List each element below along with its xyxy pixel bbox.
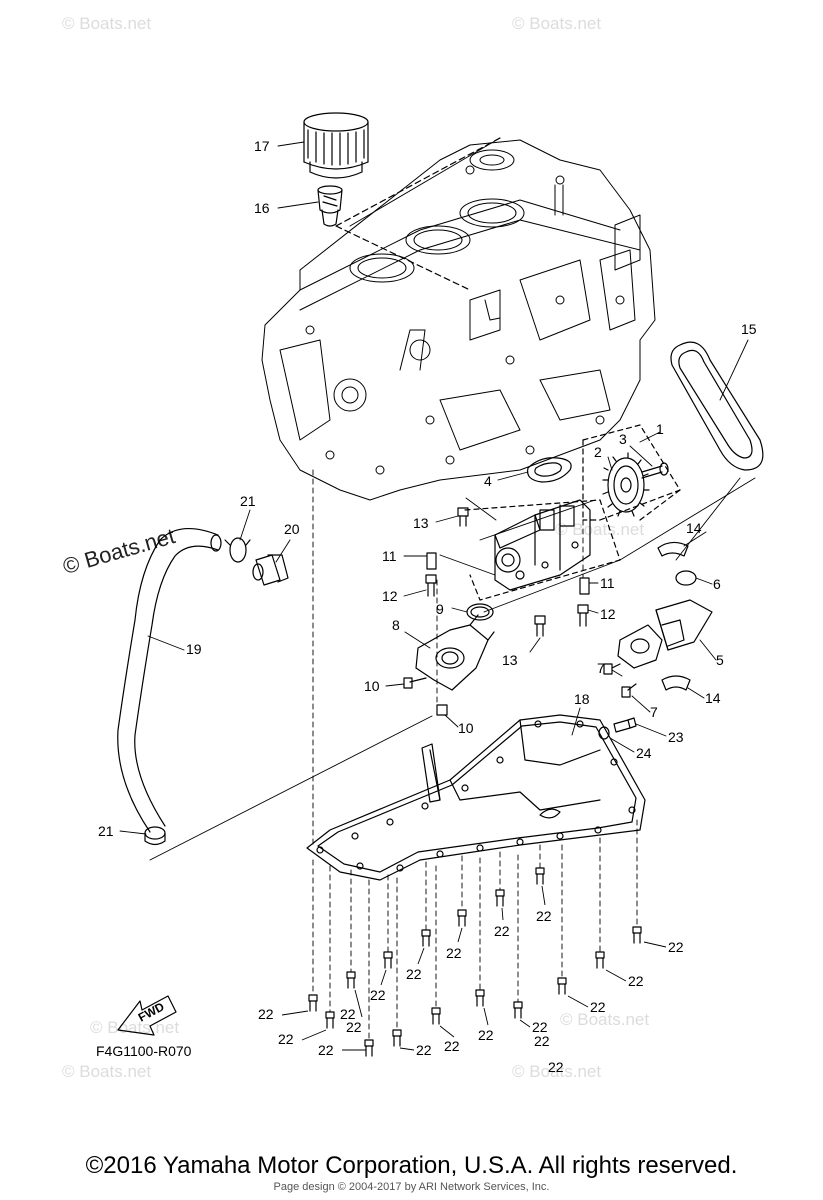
callout-3: 3 — [619, 431, 627, 447]
pump-sprocket[interactable] — [602, 452, 650, 517]
callout-22: 22 — [478, 1027, 494, 1043]
callout-18: 18 — [574, 691, 590, 707]
dowel-pin-right[interactable] — [579, 577, 590, 595]
callout-2: 2 — [594, 444, 602, 460]
callout-22: 22 — [416, 1042, 432, 1058]
callout-6: 6 — [713, 576, 721, 592]
callout-15: 15 — [741, 321, 757, 337]
callout-17: 17 — [254, 138, 270, 154]
hose-fitting[interactable] — [252, 554, 289, 586]
oil-strainer-right[interactable] — [617, 599, 713, 669]
callout-22: 22 — [406, 966, 422, 982]
bolt-7-b[interactable] — [621, 683, 637, 698]
watermark-top-left: © Boats.net — [62, 14, 152, 33]
callout-21-upper: 21 — [240, 493, 256, 509]
callout-22: 22 — [628, 973, 644, 989]
page-design-credit: Page design © 2004-2017 by ARI Network S… — [273, 1181, 550, 1193]
callout-7-a: 7 — [597, 660, 605, 676]
callout-19: 19 — [186, 641, 202, 657]
group-box-1 — [582, 424, 681, 521]
watermark-bottom-right: © Boats.net — [512, 1062, 602, 1081]
bolt-10-lower[interactable] — [436, 704, 448, 716]
union-bolt[interactable] — [317, 185, 343, 227]
callout-22: 22 — [278, 1031, 294, 1047]
o-ring-9[interactable] — [466, 603, 494, 621]
oil-hose[interactable] — [117, 527, 222, 833]
oil-pump-chain[interactable] — [670, 341, 764, 471]
callout-22: 22 — [548, 1059, 564, 1075]
callout-22: 22 — [494, 923, 510, 939]
callout-22: 22 — [446, 945, 462, 961]
callout-22: 22 — [590, 999, 606, 1015]
fwd-arrow-icon — [117, 995, 177, 1036]
pump-bolt-right[interactable] — [577, 604, 589, 627]
callout-22: 22 — [346, 1019, 362, 1035]
bolt-10-left[interactable] — [403, 677, 427, 689]
crankcase[interactable] — [261, 139, 656, 501]
hose-clamp-upper[interactable] — [224, 537, 251, 563]
oil-strainer-pipe[interactable] — [415, 614, 495, 691]
copyright-notice: ©2016 Yamaha Motor Corporation, U.S.A. A… — [85, 1152, 738, 1179]
bolt-7-a[interactable] — [603, 663, 621, 675]
callout-8: 8 — [392, 617, 400, 633]
callout-21-lower: 21 — [98, 823, 114, 839]
oil-pump-assembly[interactable] — [494, 499, 591, 591]
leader-lines — [119, 137, 756, 861]
callout-14-upper: 14 — [686, 520, 702, 536]
callout-10-lower: 10 — [458, 720, 474, 736]
drain-bolt[interactable] — [613, 717, 637, 733]
callout-14-lower: 14 — [705, 690, 721, 706]
watermark-bottom-right-2: © Boats.net — [560, 1010, 650, 1029]
oil-filter[interactable] — [303, 112, 369, 179]
callout-22: 22 — [340, 1006, 356, 1022]
callout-22: 22 — [532, 1019, 548, 1035]
gasket[interactable] — [526, 457, 572, 483]
sprocket-bolt[interactable] — [641, 462, 669, 479]
callout-16: 16 — [254, 200, 270, 216]
hose-clamp-lower[interactable] — [144, 826, 166, 846]
watermark-center: © Boats.net — [555, 520, 645, 539]
watermark-bottom-left: © Boats.net — [62, 1062, 152, 1081]
callout-5: 5 — [716, 652, 724, 668]
drain-gasket[interactable] — [598, 726, 610, 740]
callout-24: 24 — [636, 745, 652, 761]
oil-pan[interactable] — [306, 714, 646, 881]
diagram-code: F4G1100-R070 — [96, 1043, 192, 1059]
callout-10-left: 10 — [364, 678, 380, 694]
callout-12-left: 12 — [382, 588, 398, 604]
callout-12-right: 12 — [600, 606, 616, 622]
callout-22: 22 — [534, 1033, 550, 1049]
pump-guide-line-2 — [639, 489, 681, 521]
callout-20: 20 — [284, 521, 300, 537]
callout-13-upper: 13 — [413, 515, 429, 531]
callout-11-left: 11 — [382, 548, 397, 564]
callout-22: 22 — [370, 987, 386, 1003]
callout-22: 22 — [318, 1042, 334, 1058]
bolt-22-leaders — [281, 885, 667, 1051]
callout-23: 23 — [668, 729, 684, 745]
clip-14-upper[interactable] — [657, 541, 689, 557]
circlip-6[interactable] — [675, 570, 697, 586]
group-box-2 — [464, 499, 621, 601]
callout-13-lower: 13 — [502, 652, 518, 668]
callout-7-b: 7 — [650, 704, 658, 720]
dowel-pin-left[interactable] — [426, 552, 437, 570]
pump-bolt-left[interactable] — [425, 574, 437, 597]
pump-bolt-lower[interactable] — [534, 615, 546, 637]
bolt-guide-lines — [312, 469, 638, 1041]
callout-22: 22 — [536, 908, 552, 924]
watermark-top-right: © Boats.net — [512, 14, 602, 33]
callout-4: 4 — [484, 473, 492, 489]
pump-bolt-upper[interactable] — [457, 507, 469, 527]
callout-9: 9 — [436, 601, 444, 617]
callout-22: 22 — [668, 939, 684, 955]
clip-14-lower[interactable] — [661, 675, 691, 691]
callout-22: 22 — [258, 1006, 274, 1022]
bolt-22-group[interactable] — [308, 867, 642, 1057]
callout-1: 1 — [656, 421, 664, 437]
callout-11-right: 11 — [600, 575, 615, 591]
callout-22: 22 — [444, 1038, 460, 1054]
